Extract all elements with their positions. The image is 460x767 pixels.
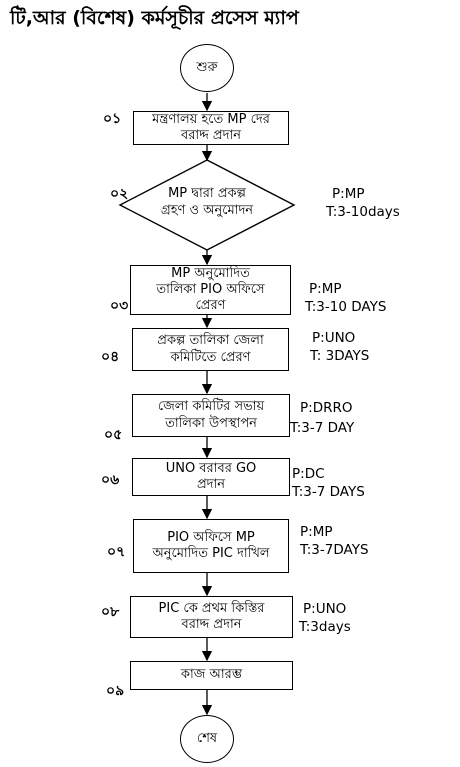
- time-label: T:3-7 DAYS: [292, 484, 365, 501]
- decision-text-02: MP দ্বারা প্রকল্প গ্রহণ ও অনুমোদন: [140, 186, 274, 220]
- performer-label: P:DC: [292, 466, 325, 482]
- process-box-03: MP অনুমোদিত তালিকা PIO অফিসে প্রেরণ: [130, 265, 291, 315]
- step-text: কমিটিতে প্রেরণ: [170, 349, 251, 365]
- performer-time-03: P:MP T:3-10 DAYS: [305, 280, 386, 316]
- process-box-01: মন্ত্রণালয় হতে MP দের বরাদ্দ প্রদান: [133, 111, 289, 145]
- step-number-02: ০২: [110, 186, 129, 202]
- performer-label: P:UNO: [303, 601, 347, 617]
- step-text: গ্রহণ ও অনুমোদন: [160, 202, 254, 218]
- process-box-07: PIO অফিসে MP অনুমোদিত PIC দাখিল: [133, 519, 289, 573]
- process-box-04: প্রকল্প তালিকা জেলা কমিটিতে প্রেরণ: [132, 328, 289, 371]
- performer-label: P:UNO: [312, 330, 356, 346]
- step-text: প্রকল্প তালিকা জেলা: [157, 333, 264, 349]
- time-label: T:3-7DAYS: [300, 542, 369, 559]
- time-label: T: 3DAYS: [310, 348, 370, 365]
- time-label: T:3days: [299, 619, 351, 636]
- step-text: বরাদ্দ প্রদান: [181, 617, 242, 632]
- time-label: T:3-7 DAY: [290, 420, 355, 437]
- step-text: কাজ আরম্ভ: [180, 667, 243, 683]
- start-terminal: শুরু: [180, 44, 234, 92]
- end-label: শেষ: [196, 730, 218, 746]
- step-text: বরাদ্দ প্রদান: [181, 128, 241, 143]
- performer-time-07: P:MP T:3-7DAYS: [300, 523, 369, 559]
- step-number-03: ০৩: [110, 298, 129, 314]
- performer-time-06: P:DC T:3-7 DAYS: [292, 465, 365, 501]
- performer-label: P:DRRO: [300, 400, 353, 416]
- step-text: MP অনুমোদিত: [171, 265, 250, 281]
- performer-label: P:MP: [332, 186, 365, 202]
- step-text: তালিকা উপস্থাপন: [165, 415, 257, 431]
- step-text: অনুমোদিত PIC দাখিল: [152, 546, 270, 561]
- process-box-05: জেলা কমিটির সভায় তালিকা উপস্থাপন: [132, 394, 290, 437]
- step-number-01: ০১: [103, 111, 122, 127]
- step-text: মন্ত্রণালয় হতে MP দের: [152, 111, 270, 127]
- time-label: T:3-10 DAYS: [305, 299, 387, 316]
- performer-label: P:MP: [309, 281, 342, 297]
- step-number-08: ০৮: [101, 604, 120, 620]
- step-text: UNO বরাবর GO: [165, 460, 257, 476]
- process-box-08: PIC কে প্রথম কিস্তির বরাদ্দ প্রদান: [130, 596, 293, 638]
- process-box-06: UNO বরাবর GO প্রদান: [132, 458, 290, 496]
- step-number-07: ০৭: [107, 544, 126, 560]
- step-number-06: ০৬: [101, 472, 120, 488]
- step-number-09: ০৯: [106, 683, 125, 699]
- time-label: T:3-10days: [326, 204, 400, 221]
- performer-time-04: P:UNO T: 3DAYS: [310, 329, 369, 365]
- step-text: জেলা কমিটির সভায়: [157, 399, 265, 415]
- step-text: প্রেরণ: [195, 298, 226, 314]
- step-text: MP দ্বারা প্রকল্প: [168, 186, 246, 201]
- step-number-04: ০৪: [101, 349, 120, 365]
- step-text: PIC কে প্রথম কিস্তির: [158, 600, 265, 616]
- step-text: প্রদান: [196, 477, 226, 492]
- step-number-05: ০৫: [104, 427, 123, 443]
- performer-time-08: P:UNO T:3days: [299, 600, 351, 636]
- step-text: PIO অফিসে MP: [167, 529, 255, 545]
- start-label: শুরু: [196, 59, 218, 75]
- decision-diamond-02: [118, 159, 296, 251]
- performer-label: P:MP: [300, 524, 333, 540]
- step-text: তালিকা PIO অফিসে: [156, 281, 265, 297]
- page-title: টি,আর (বিশেষ) কর্মসূচীর প্রসেস ম্যাপ: [10, 7, 299, 29]
- process-box-09: কাজ আরম্ভ: [130, 661, 293, 690]
- end-terminal: শেষ: [180, 715, 234, 763]
- performer-time-02: P:MP T:3-10days: [326, 185, 400, 221]
- performer-time-05: P:DRRO T:3-7 DAY: [290, 399, 354, 437]
